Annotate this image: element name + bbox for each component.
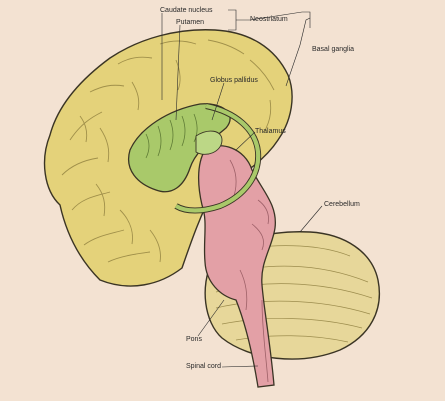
putamen-leader xyxy=(175,24,181,121)
label-pons: Pons xyxy=(186,336,202,343)
label-globus-pallidus: Globus pallidus xyxy=(210,77,258,84)
label-spinal-cord: Spinal cord xyxy=(186,363,222,370)
label-cerebellum: Cerebellum xyxy=(324,201,360,208)
spinal-cord-leader xyxy=(221,365,259,368)
thalamus-leader xyxy=(235,131,256,151)
label-neostriatum: Neostriatum xyxy=(250,16,288,23)
basal-ganglia-leader xyxy=(285,17,311,87)
globus-pallidus-leader xyxy=(211,82,225,121)
label-thalamus: Thalamus xyxy=(255,128,286,135)
cerebellum-leader xyxy=(299,205,323,233)
basal-ganglia-shape xyxy=(128,103,262,214)
leader-lines xyxy=(161,9,323,368)
label-putamen: Putamen xyxy=(176,19,205,26)
label-caudate-nucleus: Caudate nucleus xyxy=(160,7,213,14)
pons-leader xyxy=(197,299,225,337)
label-basal-ganglia: Basal ganglia xyxy=(312,46,355,53)
neostriatum-bracket xyxy=(236,11,311,28)
